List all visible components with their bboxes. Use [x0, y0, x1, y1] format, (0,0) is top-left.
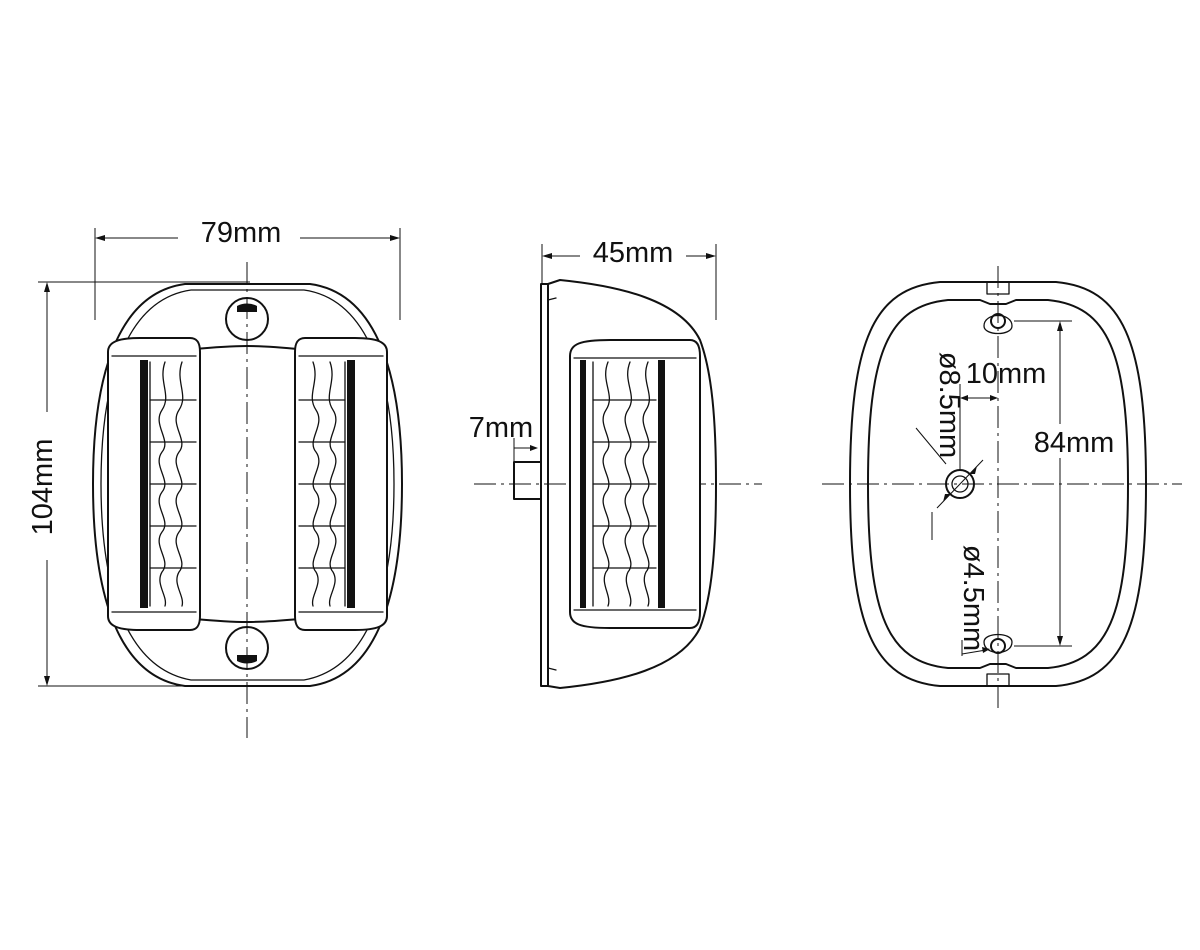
side-mounting-stud [513, 461, 542, 500]
side-lens [569, 339, 701, 629]
rear-center-hole [915, 427, 984, 540]
front-left-lens [107, 337, 201, 631]
rear-offset-dimension: 10mm [959, 358, 1047, 470]
side-depth-dimension: 45mm [541, 237, 717, 320]
rear-top-mount-hole [983, 313, 1013, 335]
rear-inner-outline [867, 299, 1129, 669]
front-height-label: 104mm [27, 439, 59, 536]
side-stud-label: 7mm [469, 412, 533, 444]
front-bottom-screw [225, 626, 269, 670]
rear-hole-spacing-label: 84mm [1034, 427, 1115, 459]
front-right-lens [294, 337, 388, 631]
front-housing-outline [92, 283, 403, 687]
side-view: 45mm 7mm [469, 237, 762, 689]
rear-hole-spacing-dimension: 84mm [1014, 320, 1115, 647]
rear-offset-label: 10mm [966, 358, 1047, 390]
front-width-dimension: 79mm [94, 217, 401, 320]
rear-mount-hole-label: ø4.5mm [957, 545, 989, 651]
front-view: 79mm 104mm [27, 217, 403, 738]
rear-center-hole-label: ø8.5mm [933, 352, 965, 458]
front-top-screw [225, 297, 269, 341]
rear-mount-hole-leader [961, 640, 990, 656]
front-width-label: 79mm [201, 217, 282, 249]
side-housing-outline [547, 279, 717, 689]
rear-bottom-mount-hole [983, 633, 1013, 654]
rear-view: 10mm 84mm ø8.5mm ø4.5mm [822, 266, 1182, 710]
side-depth-label: 45mm [593, 237, 674, 269]
side-stud-dimension: 7mm [469, 412, 538, 462]
rear-housing-outline [849, 281, 1147, 687]
front-height-dimension: 104mm [27, 281, 250, 687]
side-mounting-plate [540, 283, 549, 687]
